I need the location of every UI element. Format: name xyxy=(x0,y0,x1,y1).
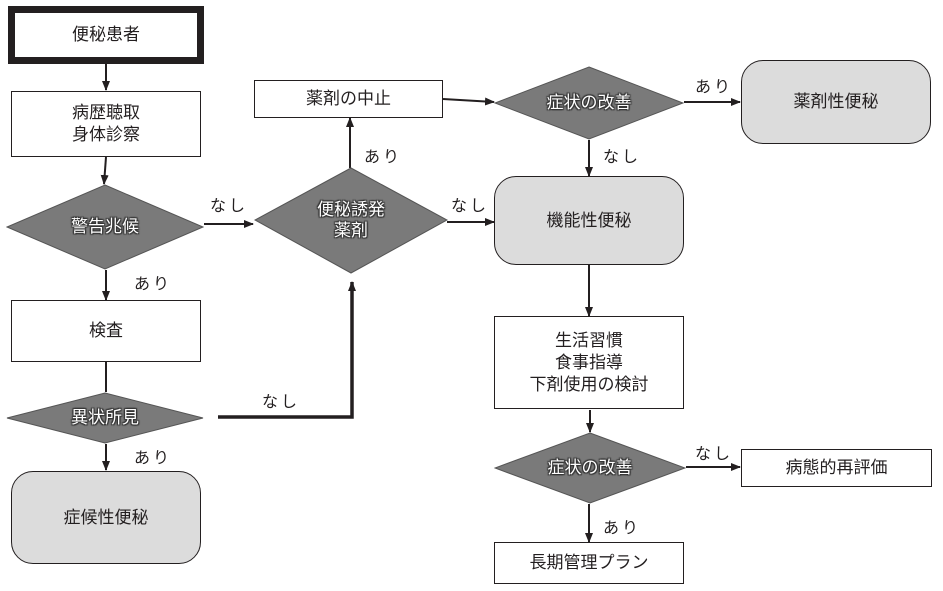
node-symptomatic: 症候性便秘 xyxy=(11,471,201,564)
node-drug-stop: 薬剤の中止 xyxy=(254,80,443,118)
node-symptomatic-text: 症候性便秘 xyxy=(63,507,149,528)
node-patient: 便秘患者 xyxy=(8,6,204,64)
decision-improve1: 症状の改善 xyxy=(494,66,684,140)
decision-improve1-text: 症状の改善 xyxy=(546,92,632,113)
label-improve1-no: なし xyxy=(603,147,642,166)
node-lifestyle-text: 生活習慣 食事指導 下剤使用の検討 xyxy=(529,330,649,395)
diamond-shape xyxy=(494,432,686,504)
label-abnormal-yes: あり xyxy=(134,448,173,467)
node-history-text: 病歴聴取 身体診察 xyxy=(72,103,140,145)
label-abnormal-no: なし xyxy=(262,392,301,411)
decision-abnormal: 異状所見 xyxy=(6,392,204,444)
node-drug-constipation: 薬剤性便秘 xyxy=(741,60,931,144)
node-reevaluation: 病態的再評価 xyxy=(741,449,932,487)
decision-improve2-text: 症状の改善 xyxy=(547,457,633,478)
label-drug-no: なし xyxy=(451,196,490,215)
label-warning-yes: あり xyxy=(134,274,173,293)
diamond-shape xyxy=(6,392,204,444)
label-improve1-yes: あり xyxy=(695,77,734,96)
diamond-shape xyxy=(494,66,684,140)
diamond-shape xyxy=(254,167,448,274)
decision-drug-text: 便秘誘発 薬剤 xyxy=(317,199,385,241)
decision-drug: 便秘誘発 薬剤 xyxy=(254,167,448,274)
node-longterm: 長期管理プラン xyxy=(494,542,684,584)
node-longterm-text: 長期管理プラン xyxy=(529,553,649,573)
node-reevaluation-text: 病態的再評価 xyxy=(785,458,888,478)
arrow-abnormal-drug xyxy=(218,281,356,419)
node-exam: 検査 xyxy=(11,300,201,362)
decision-warning-text: 警告兆候 xyxy=(71,216,139,237)
decision-warning: 警告兆候 xyxy=(6,184,204,270)
node-drug-constipation-text: 薬剤性便秘 xyxy=(793,92,879,112)
node-exam-text: 検査 xyxy=(89,321,123,341)
node-lifestyle: 生活習慣 食事指導 下剤使用の検討 xyxy=(494,316,684,409)
node-functional-text: 機能性便秘 xyxy=(546,210,632,231)
arrow-stop-improve1 xyxy=(442,97,495,106)
label-warning-no: なし xyxy=(210,196,249,215)
arrow-history-warning xyxy=(100,156,109,185)
decision-abnormal-text: 異状所見 xyxy=(71,407,139,428)
node-history: 病歴聴取 身体診察 xyxy=(11,91,201,157)
node-patient-text: 便秘患者 xyxy=(72,25,140,45)
label-improve2-no: なし xyxy=(695,444,734,463)
label-drug-yes: あり xyxy=(364,147,403,166)
label-improve2-yes: あり xyxy=(603,518,642,537)
diamond-shape xyxy=(6,184,204,270)
node-drug-stop-text: 薬剤の中止 xyxy=(306,89,391,109)
decision-improve2: 症状の改善 xyxy=(494,432,686,504)
node-functional: 機能性便秘 xyxy=(494,176,684,265)
